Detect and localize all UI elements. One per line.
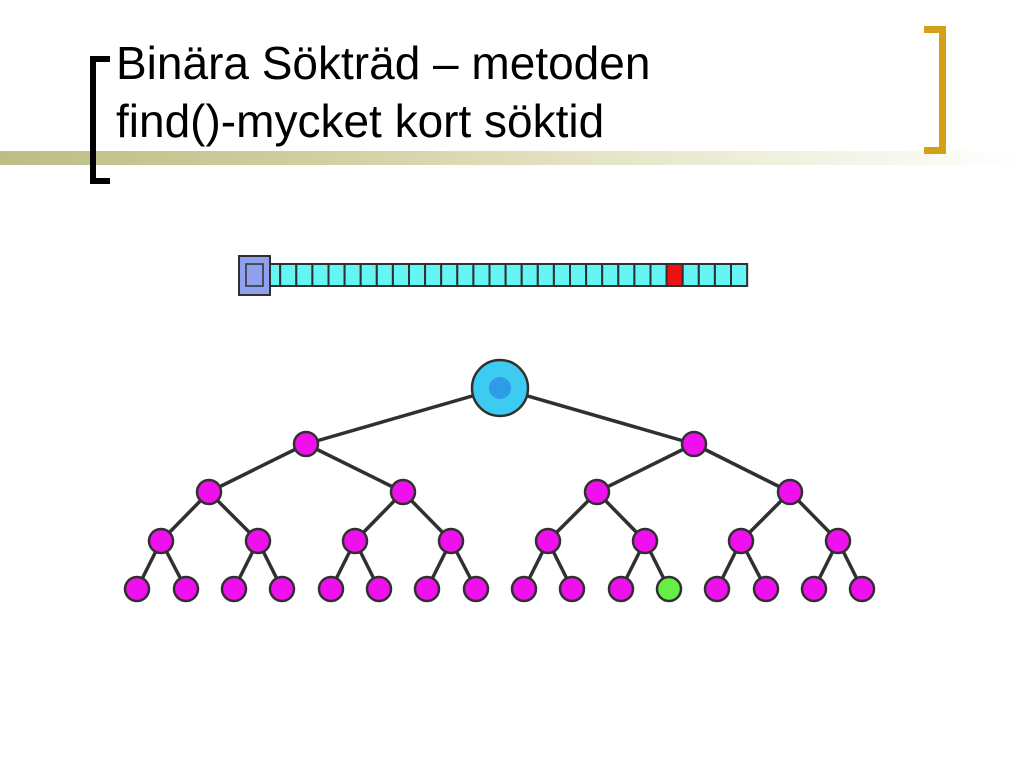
tree-leaf-node xyxy=(365,575,393,603)
tree-leaf-node xyxy=(413,575,441,603)
tree-node xyxy=(727,527,755,555)
tree-node xyxy=(824,527,852,555)
array-cell xyxy=(713,263,733,287)
tree-leaf-node xyxy=(848,575,876,603)
tree-leaf-node xyxy=(220,575,248,603)
tree-node xyxy=(437,527,465,555)
array-cell-highlighted xyxy=(665,263,684,287)
array-cell xyxy=(456,263,475,287)
tree-node xyxy=(776,478,804,506)
array-cell xyxy=(375,263,394,287)
array-cell xyxy=(472,263,491,287)
array-cell xyxy=(730,263,749,287)
array-cell xyxy=(681,263,700,287)
array-cell xyxy=(601,263,620,287)
array-cell xyxy=(585,263,604,287)
array-cell xyxy=(536,263,555,287)
tree-leaf-node xyxy=(607,575,635,603)
tree-node xyxy=(534,527,562,555)
array-cell xyxy=(391,263,410,287)
array-cell xyxy=(488,263,507,287)
tree-leaf-node xyxy=(317,575,345,603)
array-cell xyxy=(617,263,636,287)
tree-edge xyxy=(499,386,695,446)
array-cell xyxy=(649,263,668,287)
tree-edge xyxy=(596,442,695,494)
array-cell xyxy=(424,263,443,287)
tree-node xyxy=(583,478,611,506)
array-cell xyxy=(359,263,378,287)
right-bracket xyxy=(924,26,946,154)
tree-leaf-node xyxy=(172,575,200,603)
array-cell xyxy=(552,263,572,287)
array-cell xyxy=(327,263,346,287)
array-cell xyxy=(520,263,539,287)
tree-leaf-node xyxy=(800,575,828,603)
array-cell xyxy=(408,263,427,287)
tree-node xyxy=(341,527,369,555)
tree-edge xyxy=(305,442,404,494)
tree-node xyxy=(389,478,417,506)
tree-root-inner xyxy=(489,377,511,399)
title-line-1: Binära Sökträd – metoden xyxy=(116,37,651,89)
array-head-marker xyxy=(238,255,271,296)
array-cell xyxy=(633,263,652,287)
tree-edge xyxy=(305,386,501,446)
left-bracket xyxy=(90,56,110,184)
array-cell xyxy=(697,263,716,287)
array-cell xyxy=(343,263,362,287)
tree-leaf-node xyxy=(123,575,151,603)
tree-edge xyxy=(693,442,791,494)
title-underline-bar xyxy=(0,151,1024,165)
tree-node xyxy=(195,478,223,506)
tree-leaf-node xyxy=(703,575,731,603)
tree-node xyxy=(680,430,708,458)
tree-leaf-node xyxy=(752,575,780,603)
array-cell xyxy=(279,263,298,287)
array-cell xyxy=(569,263,588,287)
tree-leaf-node xyxy=(558,575,586,603)
tree-nodes xyxy=(123,358,876,603)
tree-node-found xyxy=(655,575,683,603)
array-cell xyxy=(295,263,314,287)
array-cell xyxy=(504,263,523,287)
title-line-2: find()-mycket kort söktid xyxy=(116,95,605,147)
tree-leaf-node xyxy=(510,575,538,603)
tree-leaf-node xyxy=(268,575,296,603)
tree-node xyxy=(147,527,175,555)
tree-leaf-node xyxy=(462,575,490,603)
slide-title: Binära Sökträd – metoden find()-mycket k… xyxy=(116,34,650,150)
tree-edge xyxy=(208,442,307,494)
array xyxy=(238,255,749,296)
array-cell xyxy=(311,263,330,287)
tree-node xyxy=(244,527,272,555)
tree-node xyxy=(631,527,659,555)
tree-node xyxy=(292,430,320,458)
tree-edges xyxy=(135,386,864,590)
array-cell xyxy=(440,263,459,287)
array-head-inner xyxy=(245,263,264,287)
